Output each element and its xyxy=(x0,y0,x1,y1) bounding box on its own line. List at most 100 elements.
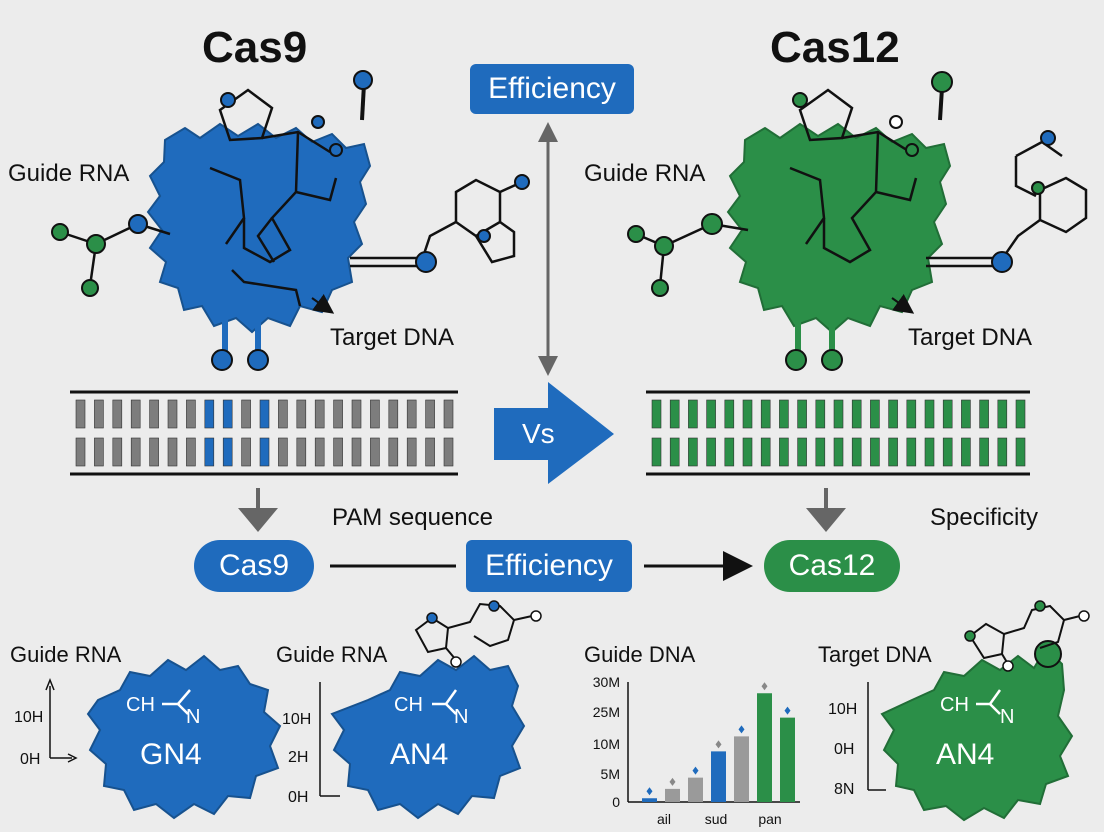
ladder-rung xyxy=(149,399,159,429)
ladder-rung xyxy=(333,437,343,467)
ladder-rung xyxy=(425,437,435,467)
chart-ytick-label: 0 xyxy=(612,794,620,810)
ladder-rung xyxy=(815,399,826,429)
chart-ytick-label: 25M xyxy=(593,704,620,720)
ladder-rung xyxy=(278,437,288,467)
panel1-tick-0: 10H xyxy=(14,709,44,726)
chart-bar xyxy=(757,693,772,802)
ladder-rung xyxy=(94,437,104,467)
chart-category-label: ail xyxy=(657,811,671,827)
chart-bar-marker xyxy=(646,787,653,796)
chart-ytick-label: 30M xyxy=(593,674,620,690)
ladder-rung xyxy=(688,437,698,467)
ladder-rung xyxy=(241,437,251,467)
panel1-formula-ch: CH xyxy=(126,694,155,716)
ladder-rung xyxy=(425,399,435,429)
ladder-rung xyxy=(130,437,141,467)
chart-bar xyxy=(688,777,703,802)
panel4-tick-0: 10H xyxy=(828,701,858,718)
ladder-rung xyxy=(186,399,196,429)
cas12-title: Cas12 xyxy=(770,23,900,72)
chart-bar xyxy=(780,717,795,802)
ladder-rung xyxy=(742,437,753,467)
panel2-formula-ch: CH xyxy=(394,694,423,716)
ladder-rung xyxy=(888,437,898,467)
panel2-label: Guide RNA xyxy=(276,642,388,667)
panel1-blob-label: GN4 xyxy=(140,738,202,771)
ladder-rung xyxy=(760,437,771,467)
efficiency-double-arrow xyxy=(538,122,558,376)
chart-category-label: pan xyxy=(758,811,781,827)
ladder-rung xyxy=(979,437,989,467)
ladder-rung xyxy=(669,399,680,429)
ladder-rung xyxy=(888,399,898,429)
panel4-tick-2: 8N xyxy=(834,781,855,798)
down-arrow-right xyxy=(806,488,846,532)
ladder-rung xyxy=(779,437,789,467)
panel1-label: Guide RNA xyxy=(10,642,122,667)
ladder-rung xyxy=(870,399,880,429)
chart-bar xyxy=(642,798,657,802)
right-guide-rna-label: Guide RNA xyxy=(584,160,706,187)
ladder-rung xyxy=(724,437,735,467)
panel4-formula-n: N xyxy=(1000,706,1015,728)
panel1-formula-n: N xyxy=(186,706,201,728)
ladder-rung xyxy=(669,437,680,467)
ladder-rung xyxy=(833,437,844,467)
panel3-label: Guide DNA xyxy=(584,642,696,667)
ladder-rung xyxy=(112,399,123,429)
ladder-rung xyxy=(406,437,417,467)
chart-category-label: sud xyxy=(705,811,728,827)
ladder-rung xyxy=(130,399,141,429)
ladder-rung xyxy=(443,437,454,467)
ladder-rung xyxy=(651,399,662,429)
chart-bar-marker xyxy=(761,682,768,691)
right-target-dna-label: Target DNA xyxy=(908,324,1033,351)
ladder-rung xyxy=(706,399,716,429)
ladder-rung xyxy=(351,399,362,429)
ladder-rung xyxy=(797,399,807,429)
ladder-rung xyxy=(388,437,399,467)
left-guide-rna-label: Guide RNA xyxy=(8,160,130,187)
panel1-tick-1: 0H xyxy=(20,751,41,768)
ladder-rung xyxy=(149,437,159,467)
ladder-rung xyxy=(651,437,662,467)
efficiency-pill: Efficiency xyxy=(466,540,632,592)
panel4-formula-ch: CH xyxy=(940,694,969,716)
ladder-rung xyxy=(112,437,123,467)
cas12-pill: Cas12 xyxy=(764,540,900,592)
pam-sequence-label: PAM sequence xyxy=(332,504,493,531)
panel2-tick-2: 0H xyxy=(288,789,309,806)
ladder-rung xyxy=(75,399,86,429)
ladder-rung xyxy=(314,437,325,467)
cas9-dna-ladder xyxy=(70,390,458,476)
an4-blob-left xyxy=(330,654,526,820)
ladder-rung xyxy=(259,399,270,429)
down-arrow-left xyxy=(238,488,278,532)
panel2-tick-1: 2H xyxy=(288,749,309,766)
ladder-rung xyxy=(222,399,233,429)
ladder-rung xyxy=(75,437,86,467)
chart-bar xyxy=(665,788,680,802)
ladder-rung xyxy=(833,399,844,429)
ladder-rung xyxy=(370,437,380,467)
vs-arrow-shape xyxy=(494,382,614,484)
vs-label: Vs xyxy=(522,418,555,449)
ladder-rung xyxy=(706,437,716,467)
ladder-rung xyxy=(351,437,362,467)
panel2-formula-n: N xyxy=(454,706,469,728)
ladder-rung xyxy=(259,437,270,467)
panel4-blob-label: AN4 xyxy=(936,738,995,771)
cas12-protein-blob xyxy=(627,71,1088,371)
ladder-rung xyxy=(997,437,1008,467)
ladder-rung xyxy=(406,399,417,429)
ladder-rung xyxy=(388,399,399,429)
ladder-rung xyxy=(851,399,862,429)
chart-ytick-label: 5M xyxy=(601,766,620,782)
ladder-rung xyxy=(241,399,251,429)
chart-bar-marker xyxy=(784,706,791,715)
chart-bar-marker xyxy=(692,766,699,775)
ladder-rung xyxy=(961,399,971,429)
ladder-rung xyxy=(942,399,953,429)
